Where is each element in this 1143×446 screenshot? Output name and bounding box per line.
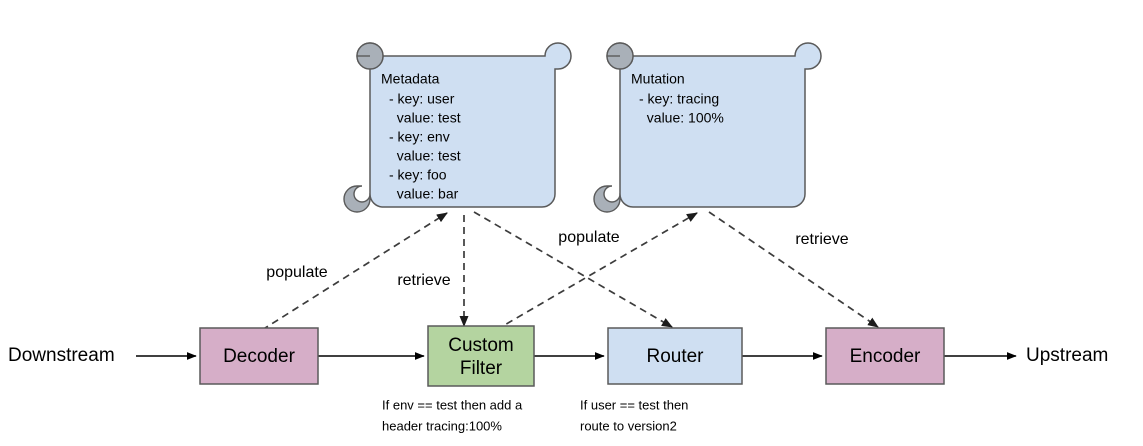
metadata-line-6: value: bar [389, 186, 459, 202]
encoder-label: Encoder [850, 346, 921, 367]
router-label: Router [646, 346, 704, 367]
upstream-label: Upstream [1026, 345, 1108, 366]
mutation-bottom-curl-icon [593, 185, 631, 213]
router-box[interactable] [607, 327, 743, 385]
decoder-box[interactable] [199, 327, 319, 385]
note-custom-filter: If env == test then add a header tracing… [382, 397, 523, 433]
edge-mutation-retrieve-encoder [708, 211, 879, 328]
note-custom-filter-line1: If env == test then add a [382, 397, 523, 412]
node-custom-filter[interactable]: Custom Filter [427, 325, 535, 387]
note-router: If user == test then route to version2 [580, 397, 688, 433]
decoder-label: Decoder [223, 346, 295, 367]
mutation-title: Mutation [631, 71, 685, 87]
metadata-title: Metadata [381, 71, 440, 87]
note-router-line2: route to version2 [580, 418, 677, 433]
scroll-mutation: Mutation - key: tracing value: 100% [593, 42, 822, 213]
downstream-label: Downstream [8, 345, 115, 366]
metadata-line-4: value: test [389, 148, 461, 164]
edge-label-populate-right: populate [558, 229, 619, 246]
edge-custom-filter-populates-mutation [495, 212, 698, 331]
edge-decoder-populates-metadata [261, 212, 448, 331]
edge-label-populate-left: populate [266, 264, 327, 281]
custom-filter-label-line2: Filter [460, 358, 503, 379]
metadata-line-1: - key: user [389, 91, 455, 107]
node-encoder[interactable]: Encoder [825, 327, 945, 385]
edge-label-retrieve-left: retrieve [397, 272, 450, 289]
metadata-line-3: - key: env [389, 129, 450, 145]
encoder-box[interactable] [825, 327, 945, 385]
note-router-line1: If user == test then [580, 397, 688, 412]
mutation-line-2: value: 100% [639, 110, 724, 126]
metadata-line-5: - key: foo [389, 167, 447, 183]
mutation-line-1: - key: tracing [639, 91, 719, 107]
scroll-metadata: Metadata - key: user value: test - key: … [343, 42, 572, 213]
edge-metadata-to-router [473, 211, 673, 328]
metadata-line-2: value: test [389, 110, 461, 126]
node-decoder[interactable]: Decoder [199, 327, 319, 385]
custom-filter-label-line1: Custom [448, 335, 513, 356]
note-custom-filter-line2: header tracing:100% [382, 418, 502, 433]
custom-filter-box[interactable] [427, 325, 535, 387]
edge-label-retrieve-right: retrieve [795, 231, 848, 248]
metadata-bottom-curl-icon [343, 185, 381, 213]
node-router[interactable]: Router [607, 327, 743, 385]
association-edges [261, 211, 879, 331]
